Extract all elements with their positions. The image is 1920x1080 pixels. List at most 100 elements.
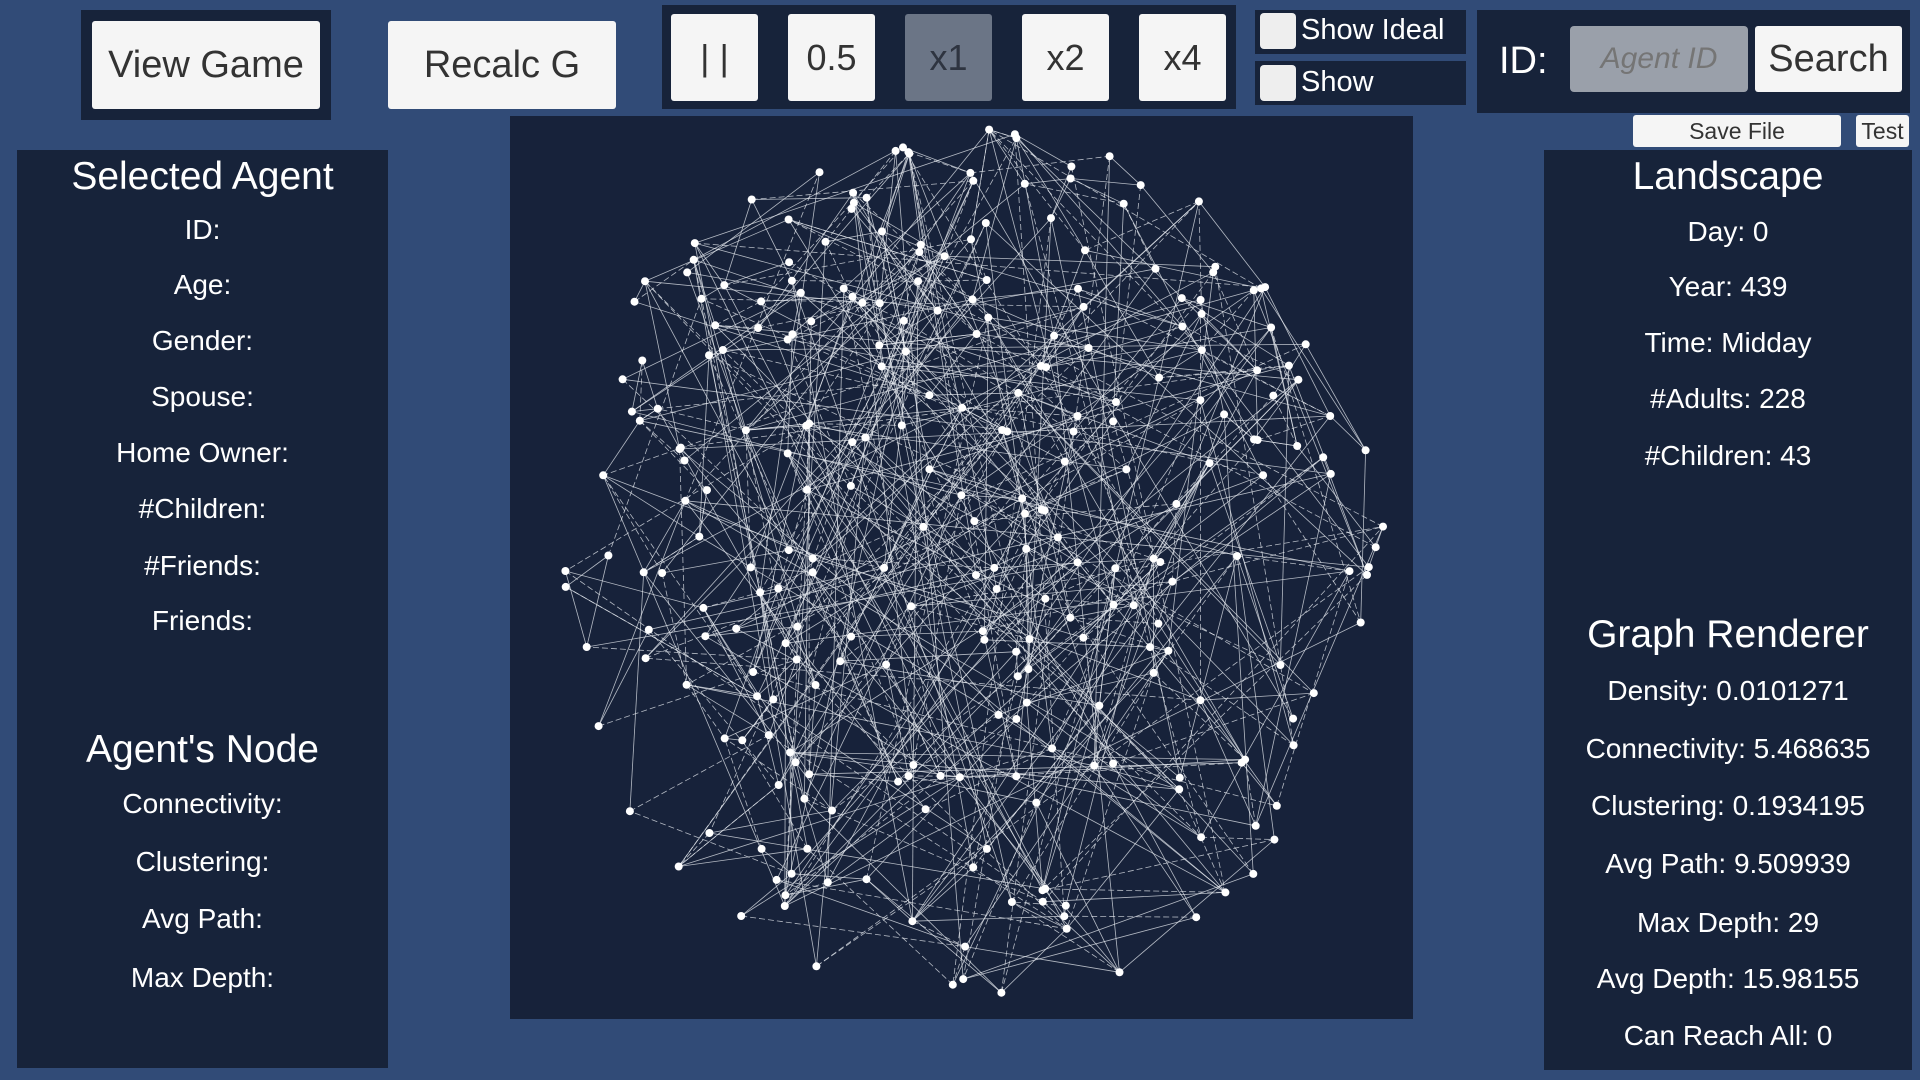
graph-node[interactable] — [1066, 613, 1075, 622]
speed-0-5-button[interactable]: 0.5 — [788, 14, 875, 101]
graph-node[interactable] — [757, 844, 766, 853]
graph-node[interactable] — [641, 654, 650, 663]
graph-node[interactable] — [644, 625, 653, 634]
graph-node[interactable] — [1178, 322, 1187, 331]
graph-node[interactable] — [695, 532, 704, 541]
graph-node[interactable] — [1151, 264, 1160, 273]
graph-node[interactable] — [894, 777, 903, 786]
graph-node[interactable] — [919, 522, 928, 531]
graph-node[interactable] — [1379, 522, 1387, 531]
graph-node[interactable] — [1003, 427, 1012, 436]
graph-node[interactable] — [955, 773, 964, 782]
graph-node[interactable] — [1079, 302, 1088, 311]
graph-node[interactable] — [994, 710, 1003, 719]
graph-node[interactable] — [1122, 465, 1131, 474]
graph-node[interactable] — [1048, 744, 1057, 753]
speed-x2-button[interactable]: x2 — [1022, 14, 1109, 101]
graph-node[interactable] — [1196, 396, 1205, 405]
graph-node[interactable] — [982, 844, 991, 853]
graph-node[interactable] — [800, 794, 809, 803]
graph-node[interactable] — [784, 546, 793, 555]
graph-node[interactable] — [1115, 968, 1124, 977]
graph-node[interactable] — [639, 568, 648, 577]
graph-node[interactable] — [791, 758, 800, 767]
network-graph[interactable] — [510, 116, 1413, 1019]
graph-node[interactable] — [847, 632, 856, 641]
graph-node[interactable] — [1175, 773, 1184, 782]
graph-node[interactable] — [1284, 361, 1293, 370]
graph-node[interactable] — [711, 321, 720, 330]
graph-node[interactable] — [625, 807, 634, 816]
graph-node[interactable] — [1025, 635, 1034, 644]
graph-node[interactable] — [1062, 924, 1071, 933]
graph-node[interactable] — [772, 875, 781, 884]
graph-node[interactable] — [1012, 772, 1021, 781]
graph-node[interactable] — [969, 863, 978, 872]
graph-node[interactable] — [1010, 130, 1019, 139]
graph-node[interactable] — [836, 657, 845, 666]
graph-node[interactable] — [1301, 340, 1310, 349]
graph-node[interactable] — [747, 195, 756, 204]
agent-id-input[interactable] — [1570, 26, 1748, 92]
graph-node[interactable] — [757, 297, 766, 306]
graph-node[interactable] — [681, 496, 690, 505]
graph-node[interactable] — [1175, 785, 1184, 794]
graph-node[interactable] — [940, 252, 949, 261]
graph-node[interactable] — [925, 391, 934, 400]
graph-node[interactable] — [1220, 410, 1229, 419]
graph-node[interactable] — [909, 761, 918, 769]
graph-node[interactable] — [882, 660, 891, 669]
graph-node[interactable] — [746, 563, 755, 572]
graph-node[interactable] — [787, 276, 796, 285]
graph-node[interactable] — [805, 419, 814, 428]
graph-node[interactable] — [1041, 884, 1050, 893]
graph-node[interactable] — [1012, 715, 1021, 723]
graph-node[interactable] — [1319, 453, 1328, 462]
test-button[interactable]: Test — [1856, 115, 1909, 147]
graph-node[interactable] — [1024, 665, 1033, 674]
graph-node[interactable] — [1363, 570, 1371, 579]
graph-node[interactable] — [1221, 888, 1230, 897]
graph-node[interactable] — [658, 569, 667, 577]
graph-node[interactable] — [1177, 294, 1186, 303]
graph-node[interactable] — [1154, 619, 1163, 628]
graph-node[interactable] — [718, 346, 727, 354]
view-game-button[interactable]: View Game — [92, 21, 320, 109]
graph-node[interactable] — [1194, 197, 1203, 206]
graph-node[interactable] — [1192, 913, 1201, 922]
graph-node[interactable] — [1197, 346, 1206, 355]
graph-node[interactable] — [1109, 759, 1118, 768]
graph-node[interactable] — [1253, 436, 1262, 444]
graph-node[interactable] — [1149, 554, 1158, 563]
graph-node[interactable] — [1249, 286, 1258, 295]
graph-node[interactable] — [796, 288, 805, 297]
graph-node[interactable] — [968, 295, 977, 304]
show-ideal-checkbox[interactable] — [1260, 13, 1296, 49]
graph-node[interactable] — [604, 551, 613, 560]
graph-node[interactable] — [969, 176, 978, 185]
graph-node[interactable] — [972, 330, 981, 338]
recalc-button[interactable]: Recalc G — [388, 21, 616, 109]
graph-node[interactable] — [1109, 417, 1118, 426]
graph-node[interactable] — [808, 554, 817, 563]
graph-node[interactable] — [680, 456, 689, 465]
graph-node[interactable] — [697, 294, 706, 303]
graph-node[interactable] — [1012, 647, 1021, 656]
graph-node[interactable] — [749, 668, 758, 676]
graph-node[interactable] — [805, 770, 814, 779]
graph-node[interactable] — [1197, 833, 1206, 842]
graph-node[interactable] — [1111, 564, 1120, 573]
graph-node[interactable] — [815, 168, 824, 177]
graph-node[interactable] — [1149, 668, 1158, 677]
graph-node[interactable] — [1007, 898, 1016, 906]
graph-node[interactable] — [992, 585, 1001, 593]
graph-node[interactable] — [1109, 600, 1118, 609]
show-checkbox[interactable] — [1260, 65, 1296, 101]
graph-node[interactable] — [1270, 835, 1279, 844]
graph-node[interactable] — [676, 443, 685, 452]
graph-node[interactable] — [792, 655, 801, 664]
graph-node[interactable] — [561, 582, 570, 591]
graph-node[interactable] — [720, 281, 729, 290]
graph-node[interactable] — [780, 902, 789, 910]
pause-button[interactable]: | | — [671, 14, 758, 101]
